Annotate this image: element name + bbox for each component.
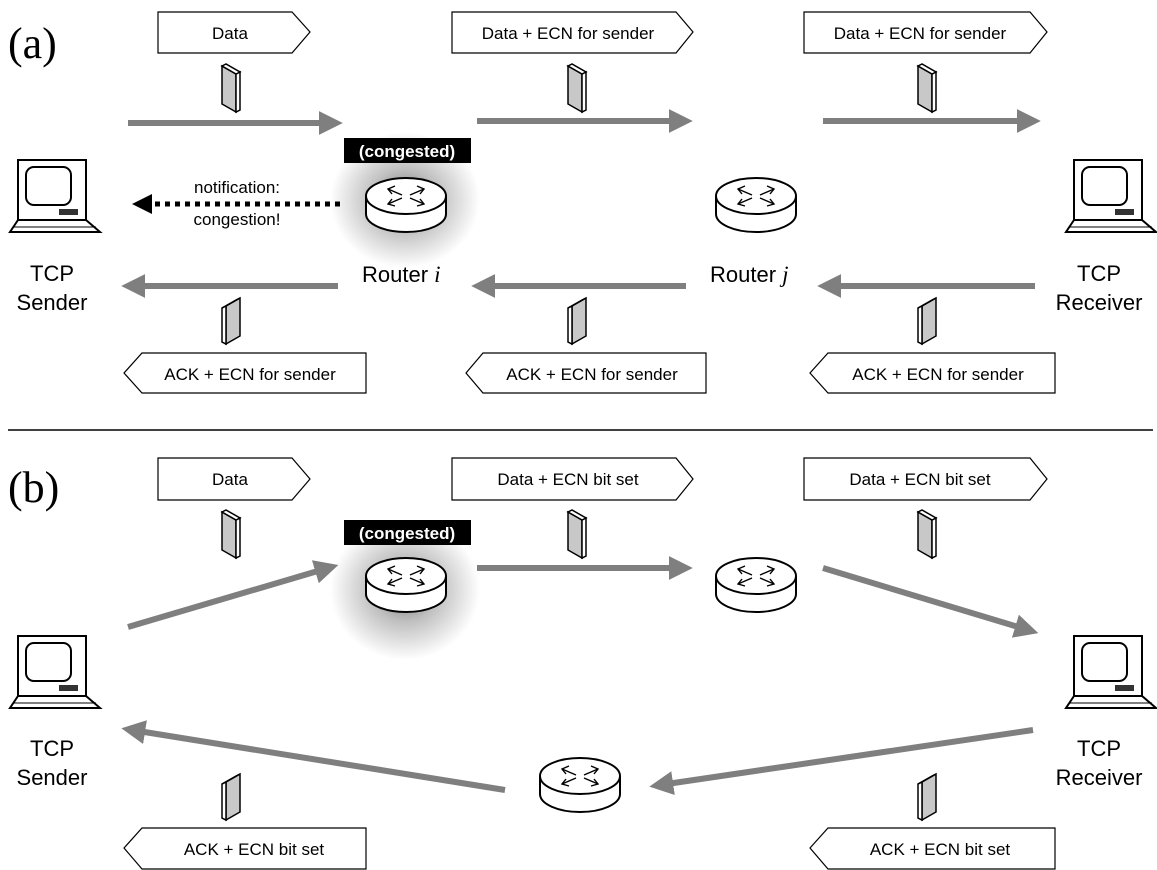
computer-icon bbox=[9, 159, 101, 233]
svg-text:(congested): (congested) bbox=[359, 524, 455, 543]
router-icon bbox=[365, 557, 447, 613]
packet-icon bbox=[917, 773, 937, 821]
svg-text:Data: Data bbox=[212, 470, 248, 489]
panel-label-a: (a) bbox=[8, 19, 57, 68]
router-i-label: Router i bbox=[362, 262, 441, 287]
receiver-label-1: TCP bbox=[1077, 261, 1121, 286]
packet-icon bbox=[567, 509, 587, 559]
svg-text:ACK + ECN for sender: ACK + ECN for sender bbox=[852, 365, 1024, 384]
data-arrow bbox=[127, 560, 339, 630]
tag-ack-ecnbit-b-2: ACK + ECN bit set bbox=[809, 827, 1056, 870]
packet-icon bbox=[917, 63, 937, 113]
svg-text:Data + ECN for sender: Data + ECN for sender bbox=[482, 24, 655, 43]
svg-text:ACK + ECN bit set: ACK + ECN bit set bbox=[870, 840, 1011, 859]
router-icon bbox=[539, 757, 621, 813]
router-icon bbox=[365, 177, 447, 233]
tag-data-ecn-a-1: Data + ECN for sender bbox=[451, 11, 694, 54]
receiver-label-2: Receiver bbox=[1056, 290, 1143, 315]
router-icon bbox=[715, 557, 797, 613]
congested-badge-a: (congested) bbox=[344, 138, 471, 163]
svg-text:(congested): (congested) bbox=[359, 142, 455, 161]
ack-arrow bbox=[649, 727, 1034, 795]
panel-a: (a) Data Data + ECN for sender Data + EC… bbox=[8, 11, 1157, 394]
computer-icon bbox=[1065, 635, 1157, 709]
computer-icon bbox=[9, 635, 101, 709]
computer-icon bbox=[1065, 159, 1157, 233]
panel-b: (b) Data Data + ECN bit set Data + ECN b… bbox=[8, 457, 1157, 870]
tag-data-ecn-a-2: Data + ECN for sender bbox=[803, 11, 1048, 54]
tag-ack-ecn-a-1: ACK + ECN for sender bbox=[123, 352, 367, 394]
packet-icon bbox=[917, 297, 937, 345]
data-arrow bbox=[822, 565, 1039, 638]
sender-label-1: TCP bbox=[30, 261, 74, 286]
svg-text:Data + ECN bit set: Data + ECN bit set bbox=[497, 470, 639, 489]
panel-label-b: (b) bbox=[8, 463, 59, 512]
svg-text:Data + ECN bit set: Data + ECN bit set bbox=[849, 470, 991, 489]
sender-label-2: Sender bbox=[17, 290, 88, 315]
tag-data-b: Data bbox=[157, 457, 311, 501]
svg-text:ACK + ECN bit set: ACK + ECN bit set bbox=[184, 840, 325, 859]
tag-data-ecnbit-b-2: Data + ECN bit set bbox=[803, 457, 1048, 501]
ack-arrow bbox=[121, 720, 506, 793]
svg-text:ACK + ECN for sender: ACK + ECN for sender bbox=[164, 365, 336, 384]
packet-icon bbox=[221, 509, 241, 559]
sender-label-1: TCP bbox=[30, 736, 74, 761]
packet-icon bbox=[221, 773, 241, 821]
tag-data-ecnbit-b-1: Data + ECN bit set bbox=[451, 457, 694, 501]
router-j-label: Router j bbox=[710, 262, 789, 287]
packet-icon bbox=[567, 297, 587, 345]
congested-badge-b: (congested) bbox=[344, 520, 471, 545]
packet-icon bbox=[221, 63, 241, 113]
receiver-label-2: Receiver bbox=[1056, 765, 1143, 790]
router-icon bbox=[715, 177, 797, 233]
receiver-label-1: TCP bbox=[1077, 736, 1121, 761]
svg-text:Data + ECN for sender: Data + ECN for sender bbox=[834, 24, 1007, 43]
packet-icon bbox=[221, 297, 241, 345]
tag-ack-ecn-a-3: ACK + ECN for sender bbox=[809, 352, 1056, 394]
sender-label-2: Sender bbox=[17, 765, 88, 790]
notification-text-1: notification: bbox=[194, 178, 280, 197]
tag-ack-ecnbit-b-1: ACK + ECN bit set bbox=[123, 827, 367, 870]
svg-text:ACK + ECN for sender: ACK + ECN for sender bbox=[506, 365, 678, 384]
packet-icon bbox=[567, 63, 587, 113]
tag-ack-ecn-a-2: ACK + ECN for sender bbox=[465, 352, 707, 394]
notification-text-2: congestion! bbox=[194, 210, 281, 229]
svg-text:Data: Data bbox=[212, 24, 248, 43]
tag-data-a: Data bbox=[157, 11, 311, 54]
packet-icon bbox=[917, 509, 937, 559]
